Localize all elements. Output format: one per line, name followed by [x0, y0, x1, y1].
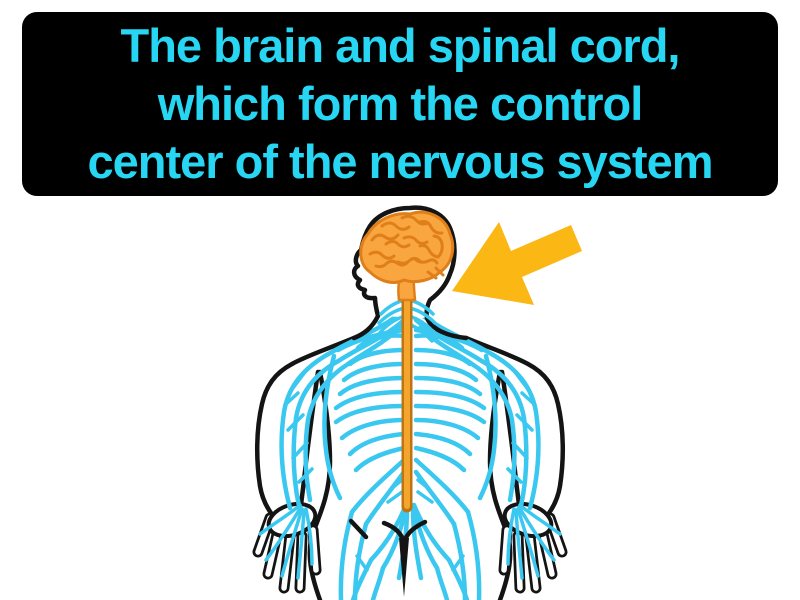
neck-right-outline	[424, 315, 469, 341]
definition-text-line-3: center of the nervous system	[87, 135, 714, 188]
brain-gyri	[368, 214, 445, 280]
hip-crease	[348, 518, 369, 540]
definition-text-line-2: which form the control	[157, 77, 644, 130]
neck-left-outline	[351, 313, 381, 341]
brain	[359, 210, 455, 302]
body-right-side	[413, 312, 563, 600]
definition-banner: The brain and spinal cord, which form th…	[22, 12, 778, 196]
definition-text-line-1: The brain and spinal cord,	[120, 19, 681, 72]
body-left-side	[257, 312, 407, 600]
hips-crotch	[348, 518, 428, 597]
arrow-icon	[452, 222, 582, 305]
